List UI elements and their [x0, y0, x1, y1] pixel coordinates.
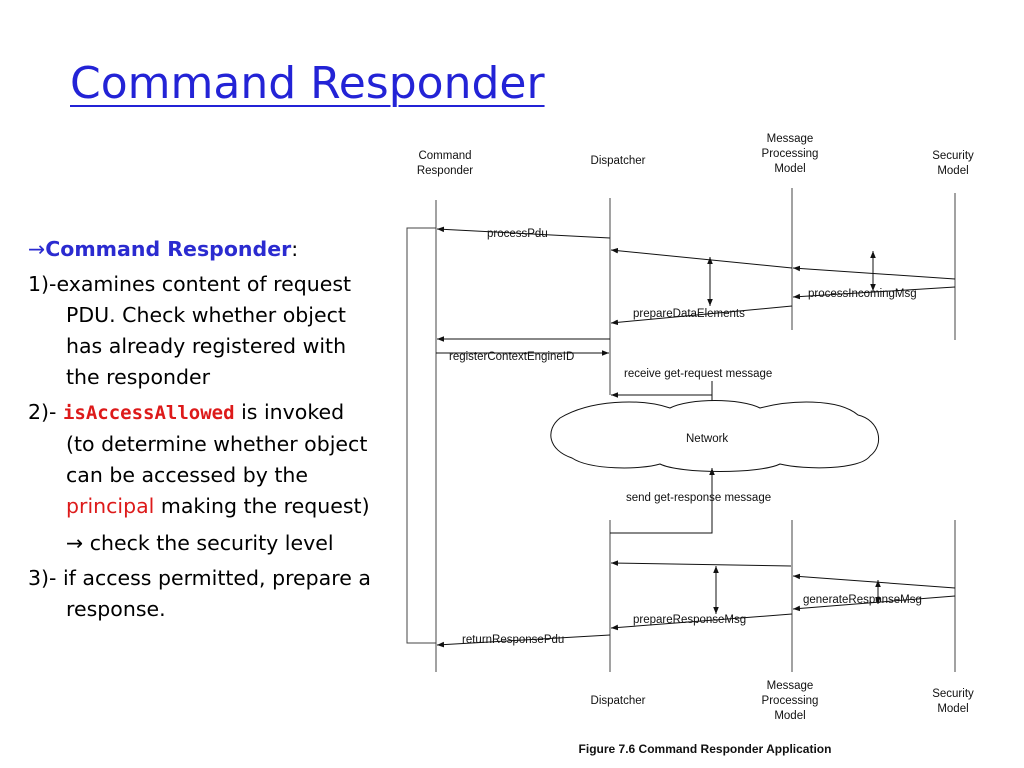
- return-response-label: returnResponsePdu: [462, 634, 564, 646]
- send-response-path: [610, 468, 715, 534]
- network-label: Network: [686, 433, 728, 445]
- receive-request-path: [611, 381, 713, 398]
- processincoming-return: [792, 286, 956, 300]
- heading-text: Command Responder: [45, 237, 292, 261]
- send-response-label: send get-response message: [626, 492, 771, 504]
- generate-response-return: [792, 595, 956, 612]
- register-label: registerContextEngineID: [449, 351, 574, 363]
- arrow-icon: →: [28, 237, 46, 261]
- function-name: isAccessAllowed: [62, 402, 235, 424]
- receive-request-label: receive get-request message: [624, 368, 772, 380]
- mpm-to-security-arrow: [792, 573, 956, 589]
- item2-prefix: 2)-: [28, 400, 63, 424]
- subitem-text: check the security level: [83, 531, 334, 555]
- prepare-response-arrow: [610, 613, 793, 631]
- loop-bracket: [406, 227, 436, 644]
- slide-title: Command Responder: [70, 58, 545, 109]
- prepare-response-label: prepareResponseMsg: [633, 614, 746, 626]
- arrow-icon: →: [66, 531, 84, 555]
- processpdu-arrow: [436, 226, 611, 239]
- preparedata-label: prepareDataElements: [633, 308, 745, 320]
- network-cloud: [550, 400, 879, 472]
- bullet-item-3: 3)- if access permitted, prepare a respo…: [28, 566, 371, 621]
- incoming-arrow-mpm-to-dispatcher: [610, 247, 793, 269]
- figure-caption: Figure 7.6 Command Responder Application: [579, 742, 832, 756]
- dispatcher-to-mpm-arrow: [610, 560, 792, 567]
- preparedata-arrow: [610, 305, 793, 326]
- bullet-item-2: 2)- isAccessAllowed is invoked (to deter…: [28, 397, 373, 522]
- processincoming-label: processIncomingMsg: [808, 288, 917, 300]
- item2-suffix: making the request): [154, 494, 370, 518]
- item2-mid: is invoked (to determine whether object …: [66, 400, 368, 487]
- return-response-arrow: [436, 634, 611, 648]
- processpdu-label: processPdu: [487, 228, 548, 240]
- bullet-item-1: 1)-examines content of request PDU. Chec…: [28, 272, 352, 389]
- incoming-arrow-security-to-mpm: [792, 265, 956, 280]
- bullet-heading: →Command Responder:: [28, 234, 373, 265]
- bullet-subitem: → check the security level: [28, 528, 373, 559]
- footer-dispatcher: Dispatcher: [591, 695, 646, 707]
- bullet-list: →Command Responder: 1)-examines content …: [28, 234, 373, 629]
- highlight-principal: principal: [66, 494, 155, 518]
- heading-colon: :: [291, 237, 299, 261]
- header-dispatcher: Dispatcher: [591, 155, 646, 167]
- generate-response-label: generateResponseMsg: [803, 594, 922, 606]
